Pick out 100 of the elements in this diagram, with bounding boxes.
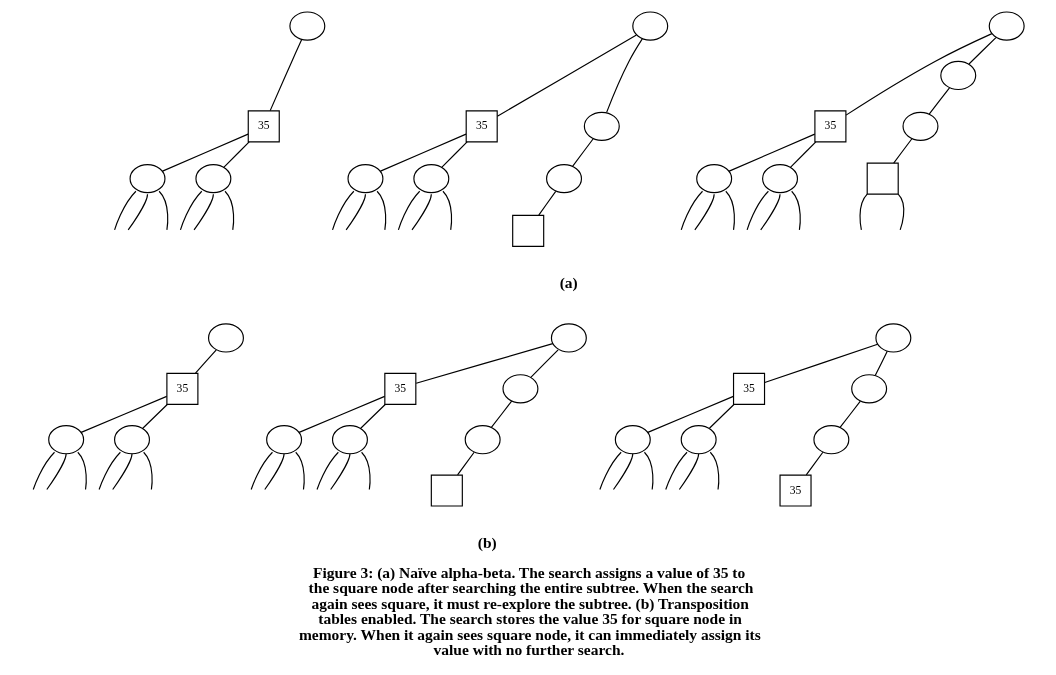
connector: [605, 38, 643, 113]
connector: [113, 190, 136, 231]
connector: [397, 190, 420, 231]
connector: [161, 133, 249, 172]
connector: [598, 451, 622, 491]
node-circle: [680, 425, 717, 455]
node-circle: [988, 11, 1025, 41]
connector: [294, 451, 305, 491]
connector: [790, 190, 801, 231]
connector: [158, 190, 168, 231]
connector: [193, 193, 214, 231]
node-box: 35: [165, 372, 198, 405]
connector: [194, 349, 217, 374]
connector: [45, 453, 67, 491]
connector: [179, 190, 202, 231]
connector: [839, 400, 861, 428]
node-box: 35: [247, 110, 280, 143]
node-box: [511, 214, 544, 248]
connector: [789, 141, 816, 168]
connector: [441, 190, 452, 231]
node-circle: [695, 164, 732, 194]
connector: [664, 451, 688, 491]
connector: [410, 193, 432, 231]
connector: [298, 395, 385, 433]
connector: [746, 190, 769, 231]
label: (a): [559, 273, 578, 291]
node-box: 35: [465, 110, 498, 143]
node-circle: [464, 425, 501, 455]
connector: [490, 400, 512, 428]
connector: [537, 190, 556, 216]
connector: [844, 33, 992, 116]
node-circle: [874, 323, 911, 353]
connector: [376, 190, 386, 231]
connector: [693, 193, 715, 231]
connector: [529, 349, 559, 378]
node-box: 35: [813, 110, 846, 143]
connector: [345, 193, 366, 231]
connector: [222, 141, 250, 168]
node-circle: [288, 11, 325, 41]
connector: [359, 403, 386, 429]
connector: [440, 141, 468, 168]
connector: [315, 451, 339, 491]
connector: [680, 190, 703, 231]
connector: [111, 453, 133, 491]
node-circle: [901, 111, 938, 141]
connector: [928, 87, 950, 115]
node-circle: [545, 164, 582, 194]
node-circle: [850, 374, 887, 404]
node-circle: [47, 425, 84, 455]
connector: [98, 451, 121, 491]
node-circle: [812, 425, 849, 455]
connector: [360, 451, 371, 491]
connector: [269, 38, 302, 112]
connector: [496, 34, 637, 117]
node-circle: [501, 374, 538, 404]
connector: [263, 453, 285, 491]
connector: [763, 343, 878, 384]
connector: [805, 451, 823, 476]
connector: [141, 403, 168, 429]
node-box: [866, 162, 899, 195]
connector: [379, 133, 467, 172]
node-circle: [631, 11, 668, 41]
connector: [709, 451, 719, 491]
connector: [967, 37, 997, 65]
connector: [142, 451, 153, 491]
connector: [329, 453, 351, 491]
connector: [858, 193, 868, 231]
connector: [80, 395, 167, 433]
connector: [708, 403, 734, 429]
connector: [127, 193, 148, 231]
connector: [874, 350, 888, 376]
node-circle: [207, 323, 244, 353]
node-box: 35: [383, 372, 416, 405]
connector: [612, 453, 633, 491]
node-circle: [113, 425, 150, 455]
node-circle: [583, 111, 620, 141]
node-circle: [550, 323, 587, 353]
connector: [415, 343, 553, 384]
connector: [32, 451, 55, 491]
connector: [331, 190, 354, 231]
node-circle: [129, 164, 166, 194]
connector: [678, 453, 699, 491]
caption: Figure 3: (a) Naïve alpha-beta. The search assigns a value of 35 to the square node after searching the entire subtree. When the search again sees square, it must re-explore the subtree. (b) Transposition tables enabled. The search stores the value 35 for square node in memory. When it again sees square node, it can immediately assign its value with no further search.: [298, 563, 761, 659]
node-box: 35: [732, 372, 765, 405]
label: (b): [477, 533, 497, 551]
connector: [571, 138, 594, 167]
node-box: [430, 474, 463, 507]
connector: [724, 190, 735, 231]
connector: [728, 133, 815, 172]
node-circle: [331, 425, 368, 455]
node-box: 35: [778, 474, 812, 507]
connector: [76, 451, 87, 491]
connector: [646, 395, 734, 433]
node-circle: [939, 60, 976, 91]
connector: [643, 451, 653, 491]
connector: [456, 451, 475, 476]
node-circle: [265, 425, 302, 455]
connector: [250, 451, 273, 491]
node-circle: [761, 164, 798, 194]
connector: [223, 190, 234, 231]
